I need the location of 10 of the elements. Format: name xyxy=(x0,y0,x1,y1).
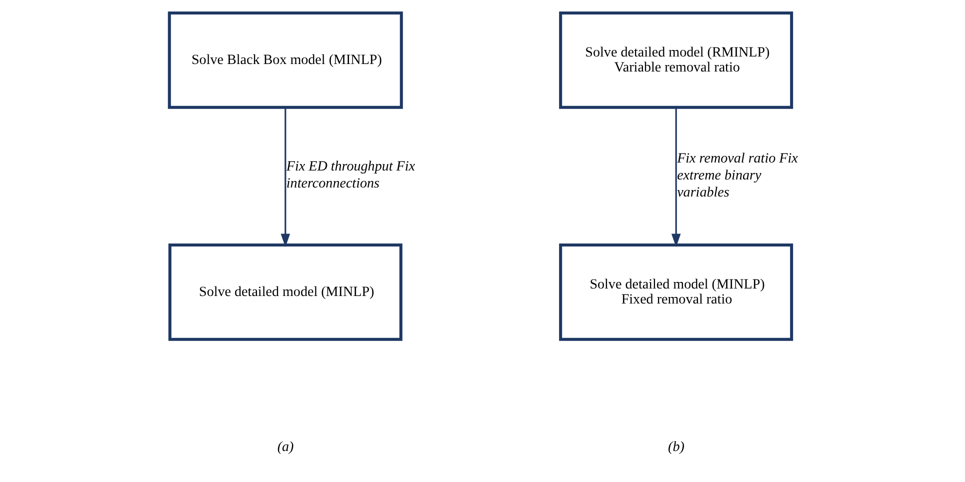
node-box: Solve Black Box model (MINLP) xyxy=(167,11,402,108)
arrow xyxy=(280,107,290,247)
edge-label: Fix removal ratio Fix extreme binary variables xyxy=(676,150,798,200)
node-box: Solve detailed model (MINLP) xyxy=(168,243,402,340)
arrow xyxy=(670,107,680,247)
label: (b) xyxy=(668,438,684,455)
edge-label: Fix ED throughput Fix interconnections xyxy=(286,158,415,191)
label: (a) xyxy=(276,438,294,455)
node-box: Solve detailed model (RMINLP) Variable removal ratio xyxy=(558,11,793,108)
node-box: Solve detailed model (MINLP) Fixed removal ratio xyxy=(558,243,793,340)
